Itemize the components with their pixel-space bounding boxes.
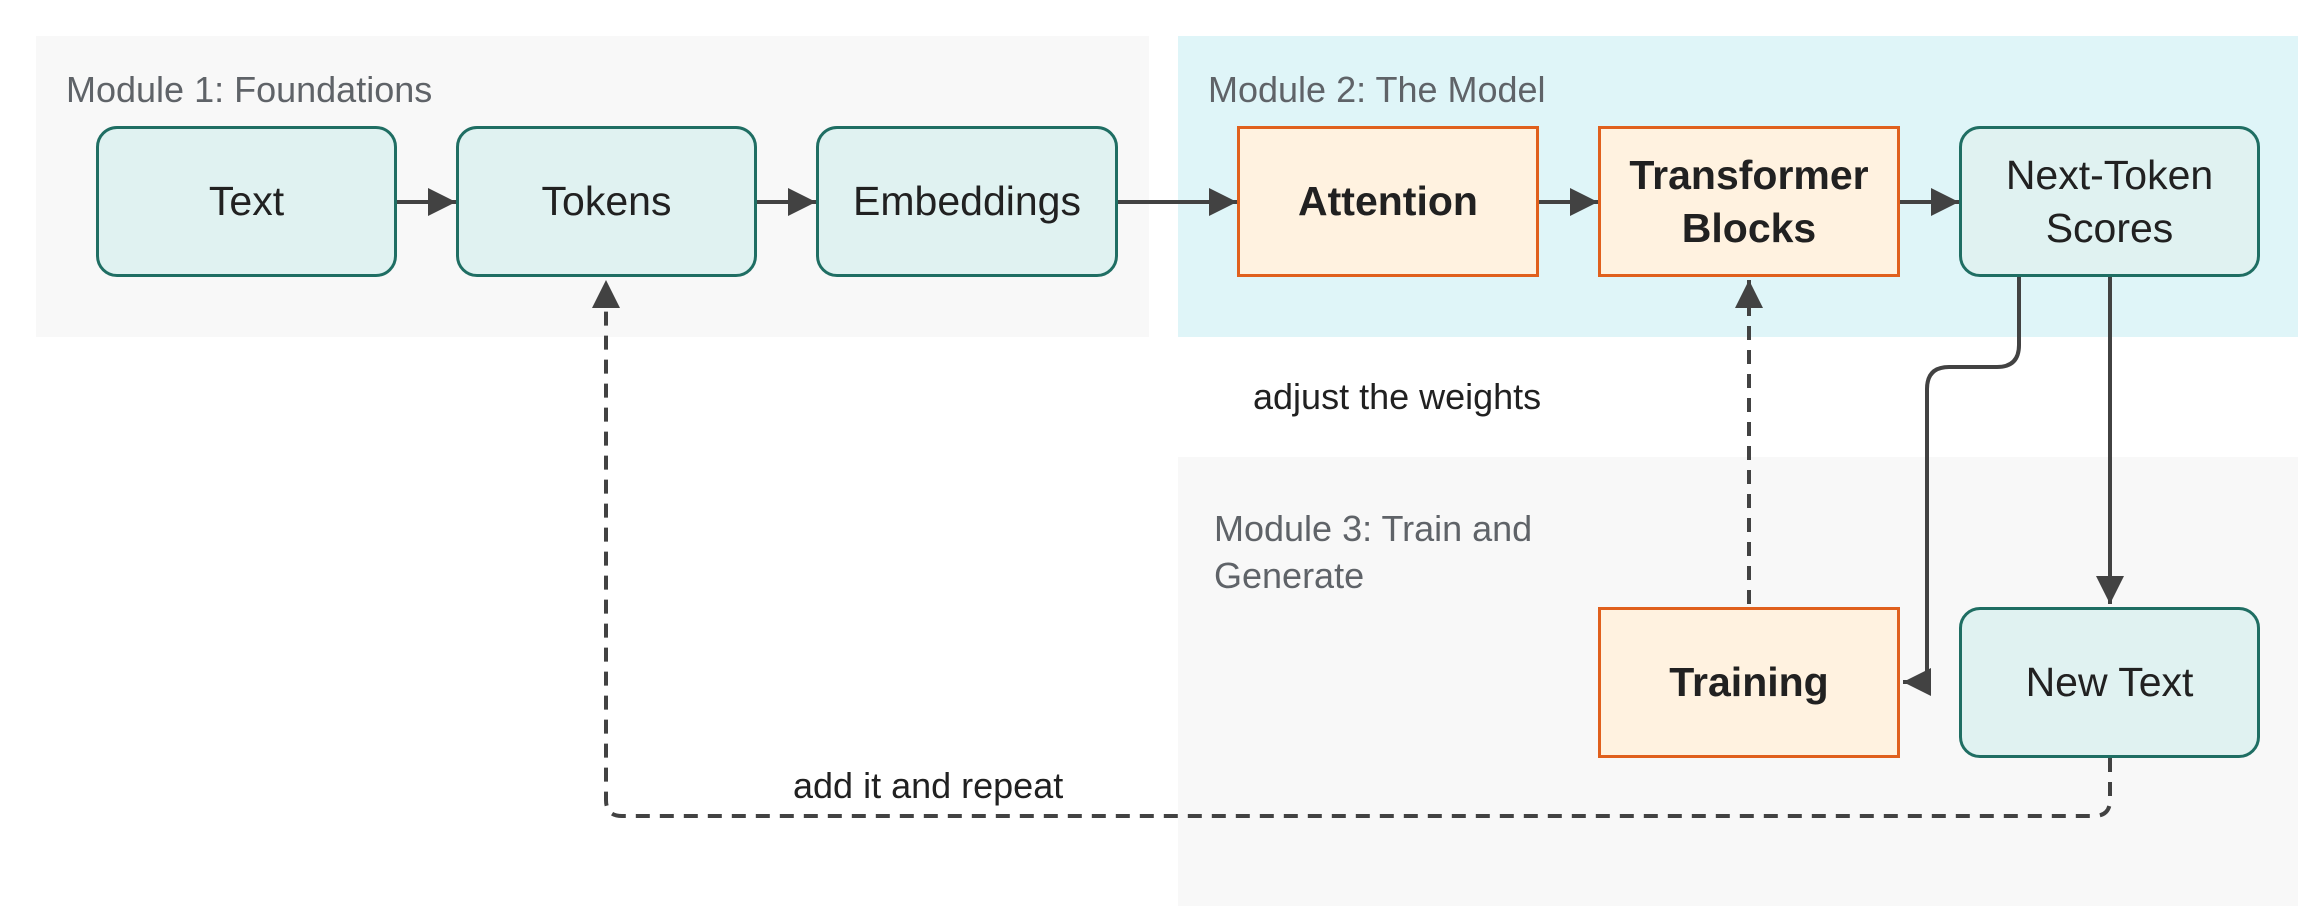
node-next-token-scores: Next-Token Scores xyxy=(1959,126,2260,277)
edge-new-text-to-tokens xyxy=(592,280,2112,818)
module-3-title: Module 3: Train and Generate xyxy=(1214,508,1533,596)
node-transformer-blocks: Transformer Blocks xyxy=(1598,126,1900,277)
node-embeddings: Embeddings xyxy=(816,126,1118,277)
node-training: Training xyxy=(1598,607,1900,758)
edge-label-adjust-weights: adjust the weights xyxy=(1253,376,1542,417)
module-1-title: Module 1: Foundations xyxy=(66,69,433,110)
node-tokens: Tokens xyxy=(456,126,757,277)
module-2-title: Module 2: The Model xyxy=(1208,69,1546,110)
edge-label-add-and-repeat: add it and repeat xyxy=(793,765,1064,806)
node-attention: Attention xyxy=(1237,126,1539,277)
edge-scores-to-training xyxy=(1903,277,2021,696)
node-new-text: New Text xyxy=(1959,607,2260,758)
node-text: Text xyxy=(96,126,397,277)
